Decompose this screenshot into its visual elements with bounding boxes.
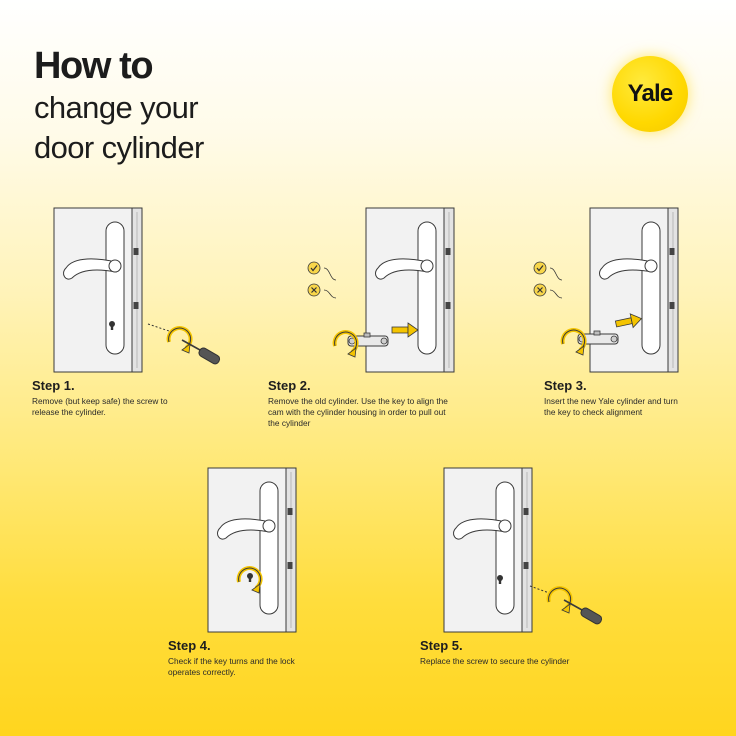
step-5-title: Step 5. [420, 638, 463, 653]
check-icon [533, 261, 547, 275]
step-3-description: Insert the new Yale cylinder and turn th… [544, 396, 678, 417]
door-icon [589, 207, 679, 373]
step-3-title: Step 3. [544, 378, 587, 393]
step-1-illustration [53, 207, 222, 373]
door-icon [443, 467, 533, 633]
rotate-icon [166, 326, 193, 355]
step-3-illustration [533, 207, 679, 373]
step-4-illustration [207, 467, 297, 633]
step-5-illustration [443, 467, 604, 633]
step-5-description: Replace the screw to secure the cylinder [420, 656, 570, 666]
title-line-3: door cylinder [34, 130, 204, 165]
door-icon [53, 207, 143, 373]
step-4-title: Step 4. [168, 638, 211, 653]
title-line-2: change your [34, 90, 199, 125]
rotate-icon [546, 586, 573, 615]
page-title: How to change your door cylinder [34, 44, 204, 168]
step-1-title: Step 1. [32, 378, 75, 393]
yale-logo: Yale [612, 56, 688, 132]
step-2-title: Step 2. [268, 378, 311, 393]
step-1-description: Remove (but keep safe) the screw to rele… [32, 396, 168, 417]
step-2-illustration [307, 207, 455, 373]
door-icon [207, 467, 297, 633]
cross-icon [307, 283, 321, 297]
step-2-description: Remove the old cylinder. Use the key to … [268, 396, 448, 428]
screwdriver-icon [563, 599, 604, 627]
check-icon [307, 261, 321, 275]
door-icon [365, 207, 455, 373]
step-4-description: Check if the key turns and the lock oper… [168, 656, 295, 677]
title-how-to: How to [34, 45, 154, 87]
cross-icon [533, 283, 547, 297]
yale-logo-text: Yale [627, 80, 674, 107]
